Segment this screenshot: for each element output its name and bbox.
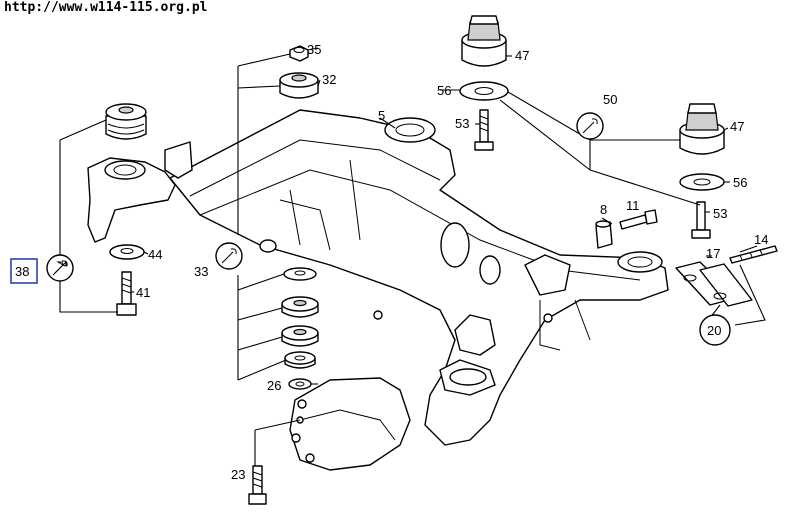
- part-23-bolt: [248, 465, 267, 505]
- part-53-bolt: [474, 109, 494, 151]
- callout-50: 50: [603, 92, 617, 107]
- callout-circle-20: [699, 314, 731, 346]
- callout-56-top: 56: [437, 83, 451, 98]
- wrench-icon: [46, 254, 74, 282]
- part-47-right-bearing: [679, 103, 725, 155]
- callout-17: 17: [706, 246, 720, 261]
- callout-11: 11: [626, 198, 640, 213]
- callout-23: 23: [231, 467, 245, 482]
- callout-56-right: 56: [733, 175, 747, 190]
- highlight-box-38: [10, 258, 38, 284]
- part-44-washer: [109, 244, 145, 260]
- rear-axle-crossmember: [169, 109, 669, 446]
- callout-35: 35: [307, 42, 321, 57]
- callout-47-top: 47: [515, 48, 529, 63]
- part-38-left-spring-mount: [105, 103, 147, 140]
- part-56-washer: [459, 81, 509, 101]
- part-17-bracket: [675, 261, 753, 307]
- wrench-icon: [576, 112, 604, 140]
- watermark-url: http://www.w114-115.org.pl: [4, 0, 208, 15]
- part-32-rubber-mount: [279, 72, 319, 99]
- callout-53-top: 53: [455, 116, 469, 131]
- part-11-bolt: [619, 209, 658, 230]
- callout-5: 5: [378, 108, 385, 123]
- callout-53-right: 53: [713, 206, 727, 221]
- part-47-top-bearing: [461, 15, 507, 67]
- callout-14: 14: [754, 232, 768, 247]
- part-stack-washers: [281, 267, 319, 390]
- callout-47-right: 47: [730, 119, 744, 134]
- left-mount-arm: [87, 141, 193, 243]
- leader-lines: [59, 47, 766, 466]
- part-8-bushing: [595, 220, 613, 249]
- wrench-icon: [215, 242, 243, 270]
- callout-labels: 35 32 5 47 56 53 50 47 56 53 8 11 14 17 …: [15, 42, 768, 482]
- part-14-long-bolt: [729, 245, 778, 264]
- callout-33: 33: [194, 264, 208, 279]
- callout-26: 26: [267, 378, 281, 393]
- callout-20: 20: [707, 323, 721, 338]
- callout-44: 44: [148, 247, 162, 262]
- differential-housing: [289, 377, 411, 471]
- part-35-nut: [289, 45, 309, 62]
- callout-32: 32: [322, 72, 336, 87]
- callout-41: 41: [136, 285, 150, 300]
- callout-38: 38: [15, 264, 29, 279]
- callout-8: 8: [600, 202, 607, 217]
- part-41-bolt: [116, 271, 137, 316]
- part-53-right-bolt: [691, 201, 711, 239]
- part-56-right-washer: [679, 173, 725, 191]
